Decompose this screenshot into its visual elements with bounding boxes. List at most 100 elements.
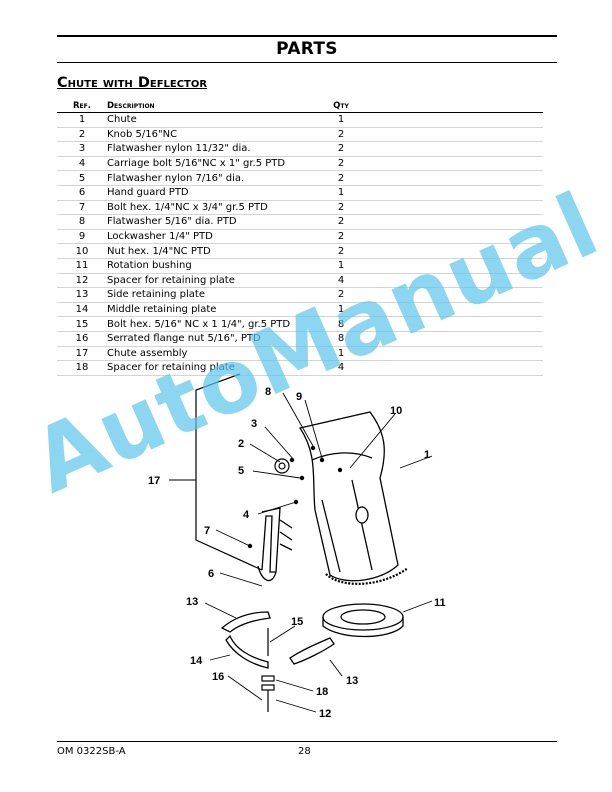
spacer-cell <box>351 214 543 230</box>
qty-cell: 2 <box>331 127 351 143</box>
ref-cell: 13 <box>57 287 107 303</box>
spacer-cell <box>351 258 543 274</box>
lower-hardware <box>261 628 275 712</box>
description-cell: Flatwasher nylon 7/16" dia. <box>107 170 331 186</box>
rotation-bushing-part <box>322 603 404 638</box>
ref-cell: 9 <box>57 229 107 245</box>
leader-lines <box>169 392 433 713</box>
callout-9: 9 <box>296 391 302 403</box>
spacer-cell <box>351 273 543 289</box>
qty-cell: 1 <box>331 112 351 128</box>
callout-6: 6 <box>208 568 214 580</box>
ref-cell: 1 <box>57 112 107 128</box>
chute-assembly-bracket <box>195 373 263 571</box>
callout-4: 4 <box>243 509 250 521</box>
callout-13: 13 <box>186 596 198 608</box>
ref-cell: 3 <box>57 141 107 157</box>
description-cell: Carriage bolt 5/16"NC x 1" gr.5 PTD <box>107 156 331 172</box>
ref-cell: 2 <box>57 127 107 143</box>
side-retaining-plate-left <box>220 611 271 633</box>
spacer-cell <box>351 316 543 332</box>
spacer-cell <box>351 229 543 245</box>
description-cell: Flatwasher nylon 11/32" dia. <box>107 141 331 157</box>
description-cell: Lockwasher 1/4" PTD <box>107 229 331 245</box>
side-retaining-plate-right <box>289 637 335 665</box>
description-cell: Flatwasher 5/16" dia. PTD <box>107 214 331 230</box>
callout-15: 15 <box>291 616 303 628</box>
spacer-cell <box>351 346 543 362</box>
spacer-cell <box>351 127 543 143</box>
callout-13b: 13 <box>346 675 358 687</box>
callout-18: 18 <box>316 686 328 698</box>
title-rule <box>57 62 557 63</box>
ref-cell: 4 <box>57 156 107 172</box>
qty-cell: 2 <box>331 156 351 172</box>
spacer-cell <box>351 112 543 128</box>
description-cell: Chute assembly <box>107 346 331 362</box>
footer-rule <box>57 741 557 742</box>
callout-12: 12 <box>319 708 331 720</box>
callout-17: 17 <box>148 475 160 487</box>
header-description: Description <box>107 99 331 113</box>
ref-cell: 11 <box>57 258 107 274</box>
chute-part <box>298 411 409 585</box>
description-cell: Knob 5/16"NC <box>107 127 331 143</box>
ref-cell: 6 <box>57 185 107 201</box>
callout-7: 7 <box>204 525 210 537</box>
description-cell: Bolt hex. 1/4"NC x 3/4" gr.5 PTD <box>107 200 331 216</box>
spacer-cell <box>351 170 543 186</box>
ref-cell: 12 <box>57 273 107 289</box>
top-rule <box>57 35 557 37</box>
spacer-cell <box>351 331 543 347</box>
footer-page-number: 28 <box>298 746 311 757</box>
ref-cell: 16 <box>57 331 107 347</box>
section-title: Chute with Deflector <box>57 75 208 91</box>
description-cell: Hand guard PTD <box>107 185 331 201</box>
callout-1: 1 <box>424 449 430 461</box>
qty-cell: 2 <box>331 287 351 303</box>
spacer-cell <box>351 302 543 318</box>
ref-cell: 18 <box>57 360 107 376</box>
spacer-cell <box>351 243 543 259</box>
callout-3: 3 <box>251 418 257 430</box>
description-cell: Spacer for retaining plate <box>107 360 331 376</box>
description-cell: Spacer for retaining plate <box>107 273 331 289</box>
header-qty: Qty <box>331 99 351 113</box>
description-cell: Side retaining plate <box>107 287 331 303</box>
callout-11: 11 <box>434 597 446 609</box>
qty-cell: 1 <box>331 302 351 318</box>
callout-10: 10 <box>390 405 402 417</box>
description-cell: Nut hex. 1/4"NC PTD <box>107 243 331 259</box>
spacer-cell <box>351 141 543 157</box>
callout-8: 8 <box>265 386 271 398</box>
qty-cell: 4 <box>331 273 351 289</box>
callout-5: 5 <box>238 465 244 477</box>
qty-cell: 1 <box>331 185 351 201</box>
qty-cell: 2 <box>331 200 351 216</box>
spacer-cell <box>351 360 543 376</box>
ref-cell: 5 <box>57 170 107 186</box>
ref-cell: 15 <box>57 316 107 332</box>
description-cell: Chute <box>107 112 331 128</box>
qty-cell: 8 <box>331 331 351 347</box>
ref-cell: 14 <box>57 302 107 318</box>
middle-retaining-plate <box>225 634 269 669</box>
spacer-cell <box>351 156 543 172</box>
spacer-cell <box>351 200 543 216</box>
qty-cell: 2 <box>331 214 351 230</box>
footer-doc-code: OM 0322SB-A <box>57 746 126 757</box>
chute-exploded-diagram: 1 2 3 4 5 6 7 8 9 10 11 12 13 13 14 15 1… <box>148 373 446 720</box>
page-title: PARTS <box>276 39 338 59</box>
